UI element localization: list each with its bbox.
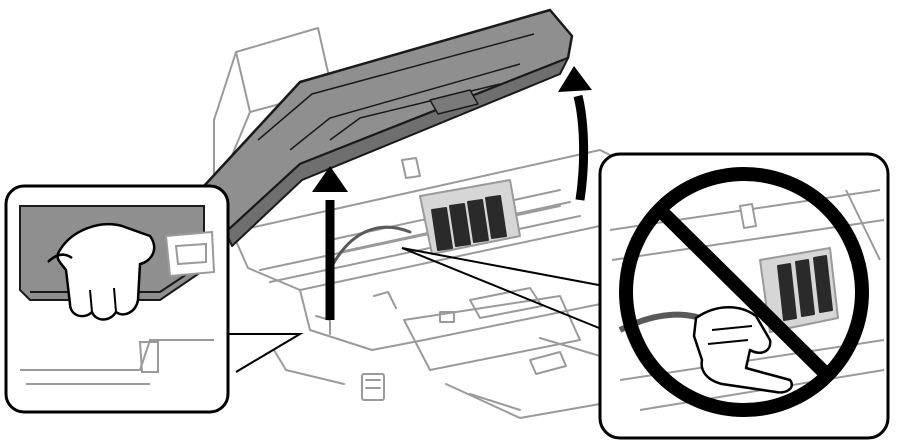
- up-arrow-icon: [312, 166, 348, 320]
- scanner-unit: [202, 8, 574, 247]
- left-inset: [4, 184, 230, 414]
- hand-icon: [692, 306, 793, 394]
- callout-pointers: [228, 247, 605, 373]
- prohibited-icon: [619, 167, 869, 417]
- up-arrow-icon: [558, 66, 592, 201]
- right-inset: [598, 152, 890, 440]
- hand-icon: [47, 223, 156, 321]
